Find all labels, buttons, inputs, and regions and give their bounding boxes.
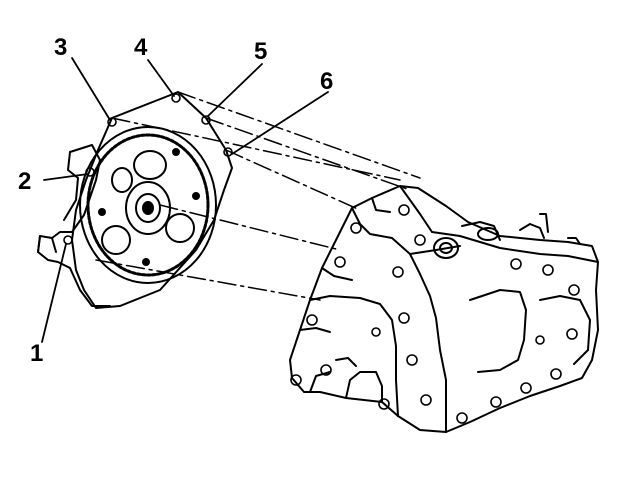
transaxle-case: [289, 185, 599, 433]
flexplate: [79, 126, 217, 284]
callout-2: 2: [18, 168, 32, 195]
alignment-lines: [95, 91, 421, 301]
adapter-bolts: [63, 93, 233, 245]
callout-3: 3: [54, 34, 68, 61]
callout-4: 4: [134, 34, 148, 61]
callout-1: 1: [30, 340, 44, 367]
callout-5: 5: [254, 38, 268, 65]
transaxle-bolts: [290, 204, 580, 424]
engine-block: [37, 144, 111, 307]
callout-6: 6: [320, 68, 334, 95]
transaxle-top-details: [371, 197, 581, 259]
leader-lines: [41, 57, 329, 343]
